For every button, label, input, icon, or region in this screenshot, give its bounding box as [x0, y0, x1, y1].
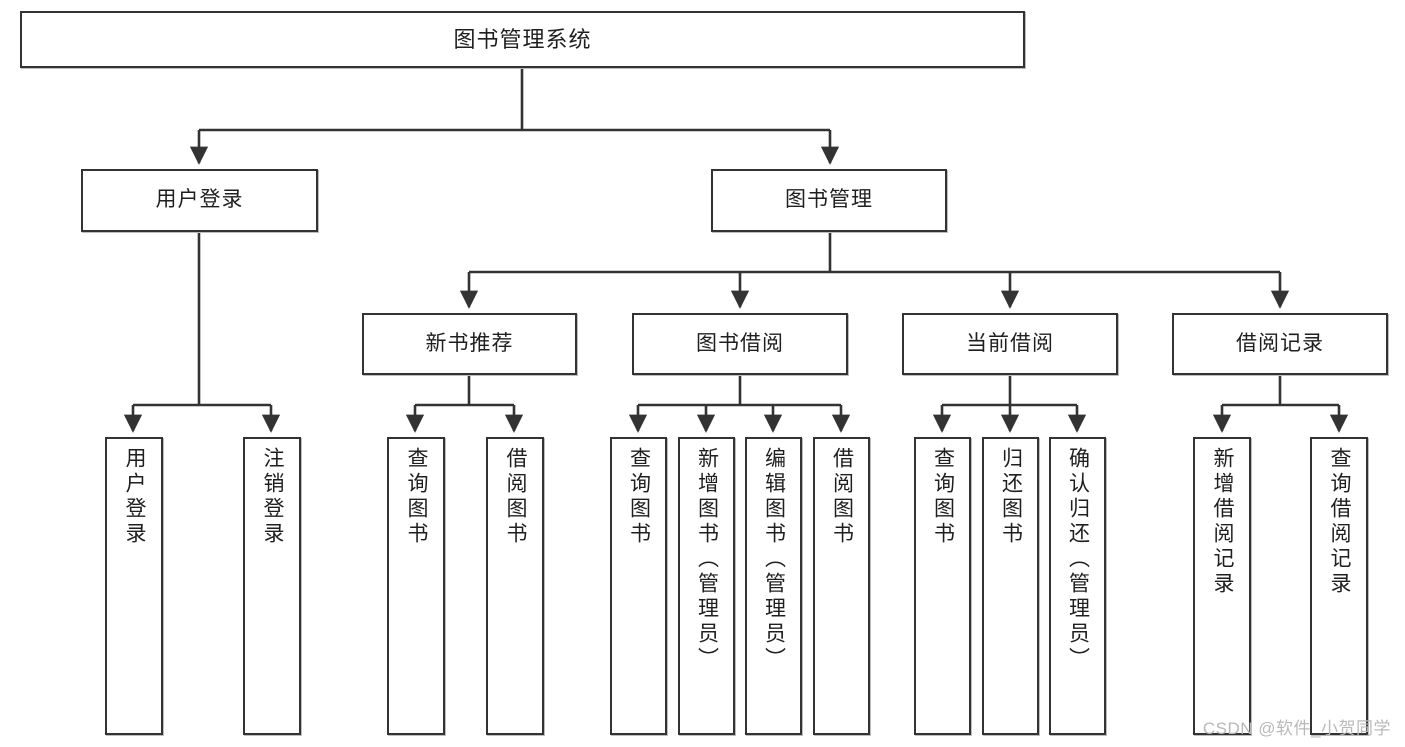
node-leaf-return-book[interactable]: 归还图书 — [982, 437, 1039, 735]
node-leaf-query-book-current[interactable]: 查询图书 — [914, 437, 971, 735]
node-label: 归还图书 — [999, 447, 1023, 547]
node-leaf-edit-book[interactable]: 编辑图书（管理员） — [745, 437, 802, 735]
node-new-book-recommend[interactable]: 新书推荐 — [362, 313, 577, 375]
node-label: 查询图书 — [627, 447, 651, 547]
node-borrow-record[interactable]: 借阅记录 — [1172, 313, 1388, 375]
node-label: 图书管理 — [785, 188, 873, 212]
node-leaf-logout-login[interactable]: 注销登录 — [243, 437, 301, 735]
node-label: 用户登录 — [155, 188, 244, 212]
node-label: 新增借阅记录 — [1211, 447, 1235, 597]
node-root-system[interactable]: 图书管理系统 — [20, 11, 1025, 68]
node-label: 当前借阅 — [966, 331, 1054, 355]
node-label: 新增图书（管理员） — [695, 447, 719, 672]
node-current-borrow[interactable]: 当前借阅 — [902, 313, 1118, 375]
node-label: 图书管理系统 — [453, 26, 592, 52]
node-label: 查询借阅记录 — [1328, 447, 1352, 597]
node-label: 借阅记录 — [1236, 331, 1324, 355]
node-label: 借阅图书 — [830, 447, 854, 547]
watermark-text: CSDN @软件_小贺同学 — [1202, 719, 1391, 738]
node-leaf-borrow-book[interactable]: 借阅图书 — [813, 437, 870, 735]
node-label: 新书推荐 — [425, 331, 514, 355]
node-label: 图书借阅 — [696, 331, 784, 355]
node-book-borrow[interactable]: 图书借阅 — [632, 313, 848, 375]
node-label: 借阅图书 — [504, 447, 528, 547]
node-leaf-add-book[interactable]: 新增图书（管理员） — [678, 437, 735, 735]
node-label: 查询图书 — [931, 447, 955, 547]
node-label: 注销登录 — [261, 447, 285, 547]
node-leaf-query-book-borrow[interactable]: 查询图书 — [610, 437, 667, 735]
node-label: 确认归还（管理员） — [1066, 447, 1090, 672]
node-leaf-add-borrow-record[interactable]: 新增借阅记录 — [1193, 437, 1251, 735]
node-user-login[interactable]: 用户登录 — [81, 169, 318, 232]
node-leaf-query-book-recommend[interactable]: 查询图书 — [387, 437, 445, 735]
node-book-management[interactable]: 图书管理 — [711, 169, 947, 232]
node-label: 编辑图书（管理员） — [762, 447, 786, 672]
node-leaf-borrow-book-recommend[interactable]: 借阅图书 — [486, 437, 544, 735]
node-leaf-confirm-return[interactable]: 确认归还（管理员） — [1049, 437, 1106, 735]
node-leaf-query-borrow-record[interactable]: 查询借阅记录 — [1310, 437, 1368, 735]
node-leaf-user-login[interactable]: 用户登录 — [105, 437, 163, 735]
node-label: 查询图书 — [405, 447, 429, 547]
node-label: 用户登录 — [123, 447, 147, 547]
